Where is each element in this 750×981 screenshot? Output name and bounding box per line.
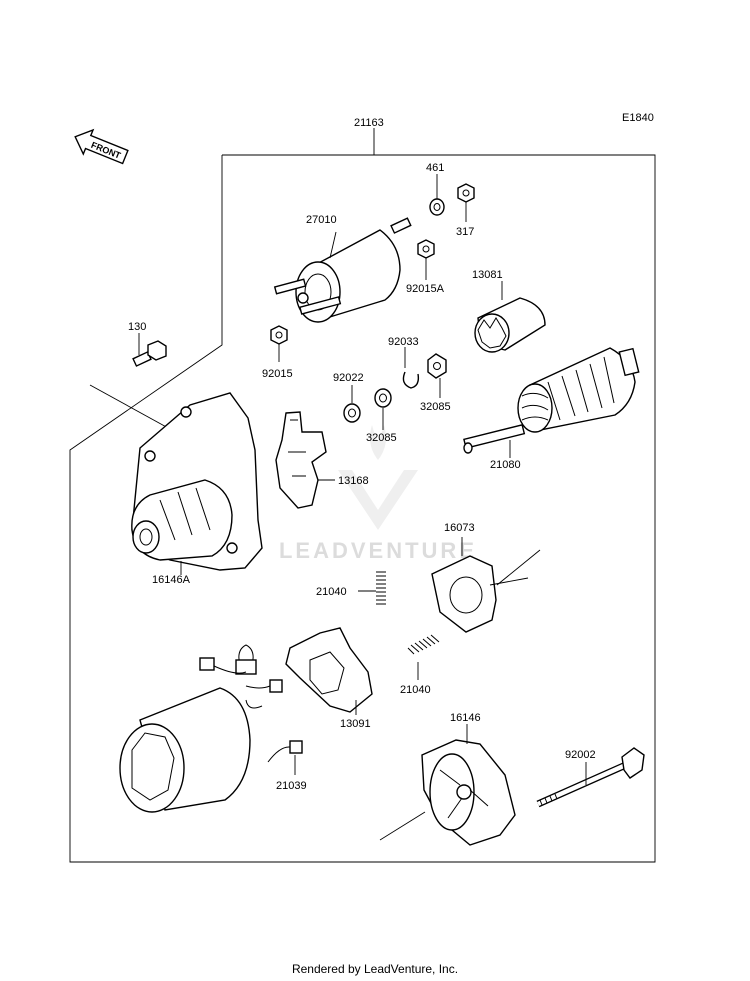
collar-part-32085-b[interactable] <box>374 388 392 408</box>
label-21040-b: 21040 <box>400 684 431 696</box>
washer-part-461[interactable] <box>429 198 445 216</box>
label-21163: 21163 <box>354 117 384 129</box>
washer-part-92022[interactable] <box>343 403 361 423</box>
leadventure-watermark: LEADVENTURE <box>279 425 477 563</box>
nut-part-317[interactable] <box>457 183 475 203</box>
diagram-code: E1840 <box>622 112 654 124</box>
brush-holder-part-13091[interactable] <box>285 627 373 713</box>
label-92022: 92022 <box>333 372 364 384</box>
label-16146A: 16146A <box>152 574 191 586</box>
spring-part-21040-a[interactable] <box>376 571 386 605</box>
label-13091: 13091 <box>340 718 371 730</box>
label-21080: 21080 <box>490 459 521 471</box>
label-461: 461 <box>426 162 444 174</box>
spring-part-21040-b[interactable] <box>407 634 440 655</box>
nut-part-92015[interactable] <box>270 325 288 345</box>
watermark-text: LEADVENTURE <box>279 538 477 563</box>
lever-part-13168[interactable] <box>275 411 327 509</box>
label-92015A: 92015A <box>406 283 445 295</box>
footer-credit: Rendered by LeadVenture, Inc. <box>291 962 459 976</box>
front-housing-part-16146A[interactable] <box>131 392 263 571</box>
through-bolt-part-92002[interactable] <box>536 747 645 808</box>
label-317: 317 <box>456 226 474 238</box>
label-32085-b: 32085 <box>366 432 397 444</box>
label-92033: 92033 <box>388 336 419 348</box>
label-27010: 27010 <box>306 214 337 226</box>
armature-part-21080[interactable] <box>463 347 640 454</box>
label-21039: 21039 <box>276 780 307 792</box>
bolt-part-130[interactable] <box>132 340 167 367</box>
retaining-ring-part-92033[interactable] <box>402 371 420 389</box>
label-130: 130 <box>128 321 146 333</box>
label-92015: 92015 <box>262 368 293 380</box>
front-arrow-icon: FRONT <box>74 128 129 165</box>
collar-part-32085-a[interactable] <box>427 353 447 379</box>
nut-part-92015A[interactable] <box>417 239 435 259</box>
pinion-gear-part-13081[interactable] <box>474 297 546 353</box>
brush-plate-part-16073[interactable] <box>431 555 497 633</box>
label-13168: 13168 <box>338 475 369 487</box>
label-13081: 13081 <box>472 269 503 281</box>
label-21040-a: 21040 <box>316 586 347 598</box>
label-16146: 16146 <box>450 712 481 724</box>
label-92002: 92002 <box>565 749 596 761</box>
rear-housing-part-16146[interactable] <box>421 739 516 846</box>
label-32085-a: 32085 <box>420 401 451 413</box>
yoke-part-21039[interactable] <box>119 644 303 813</box>
solenoid-part-27010[interactable] <box>273 217 412 323</box>
label-16073: 16073 <box>444 522 475 534</box>
